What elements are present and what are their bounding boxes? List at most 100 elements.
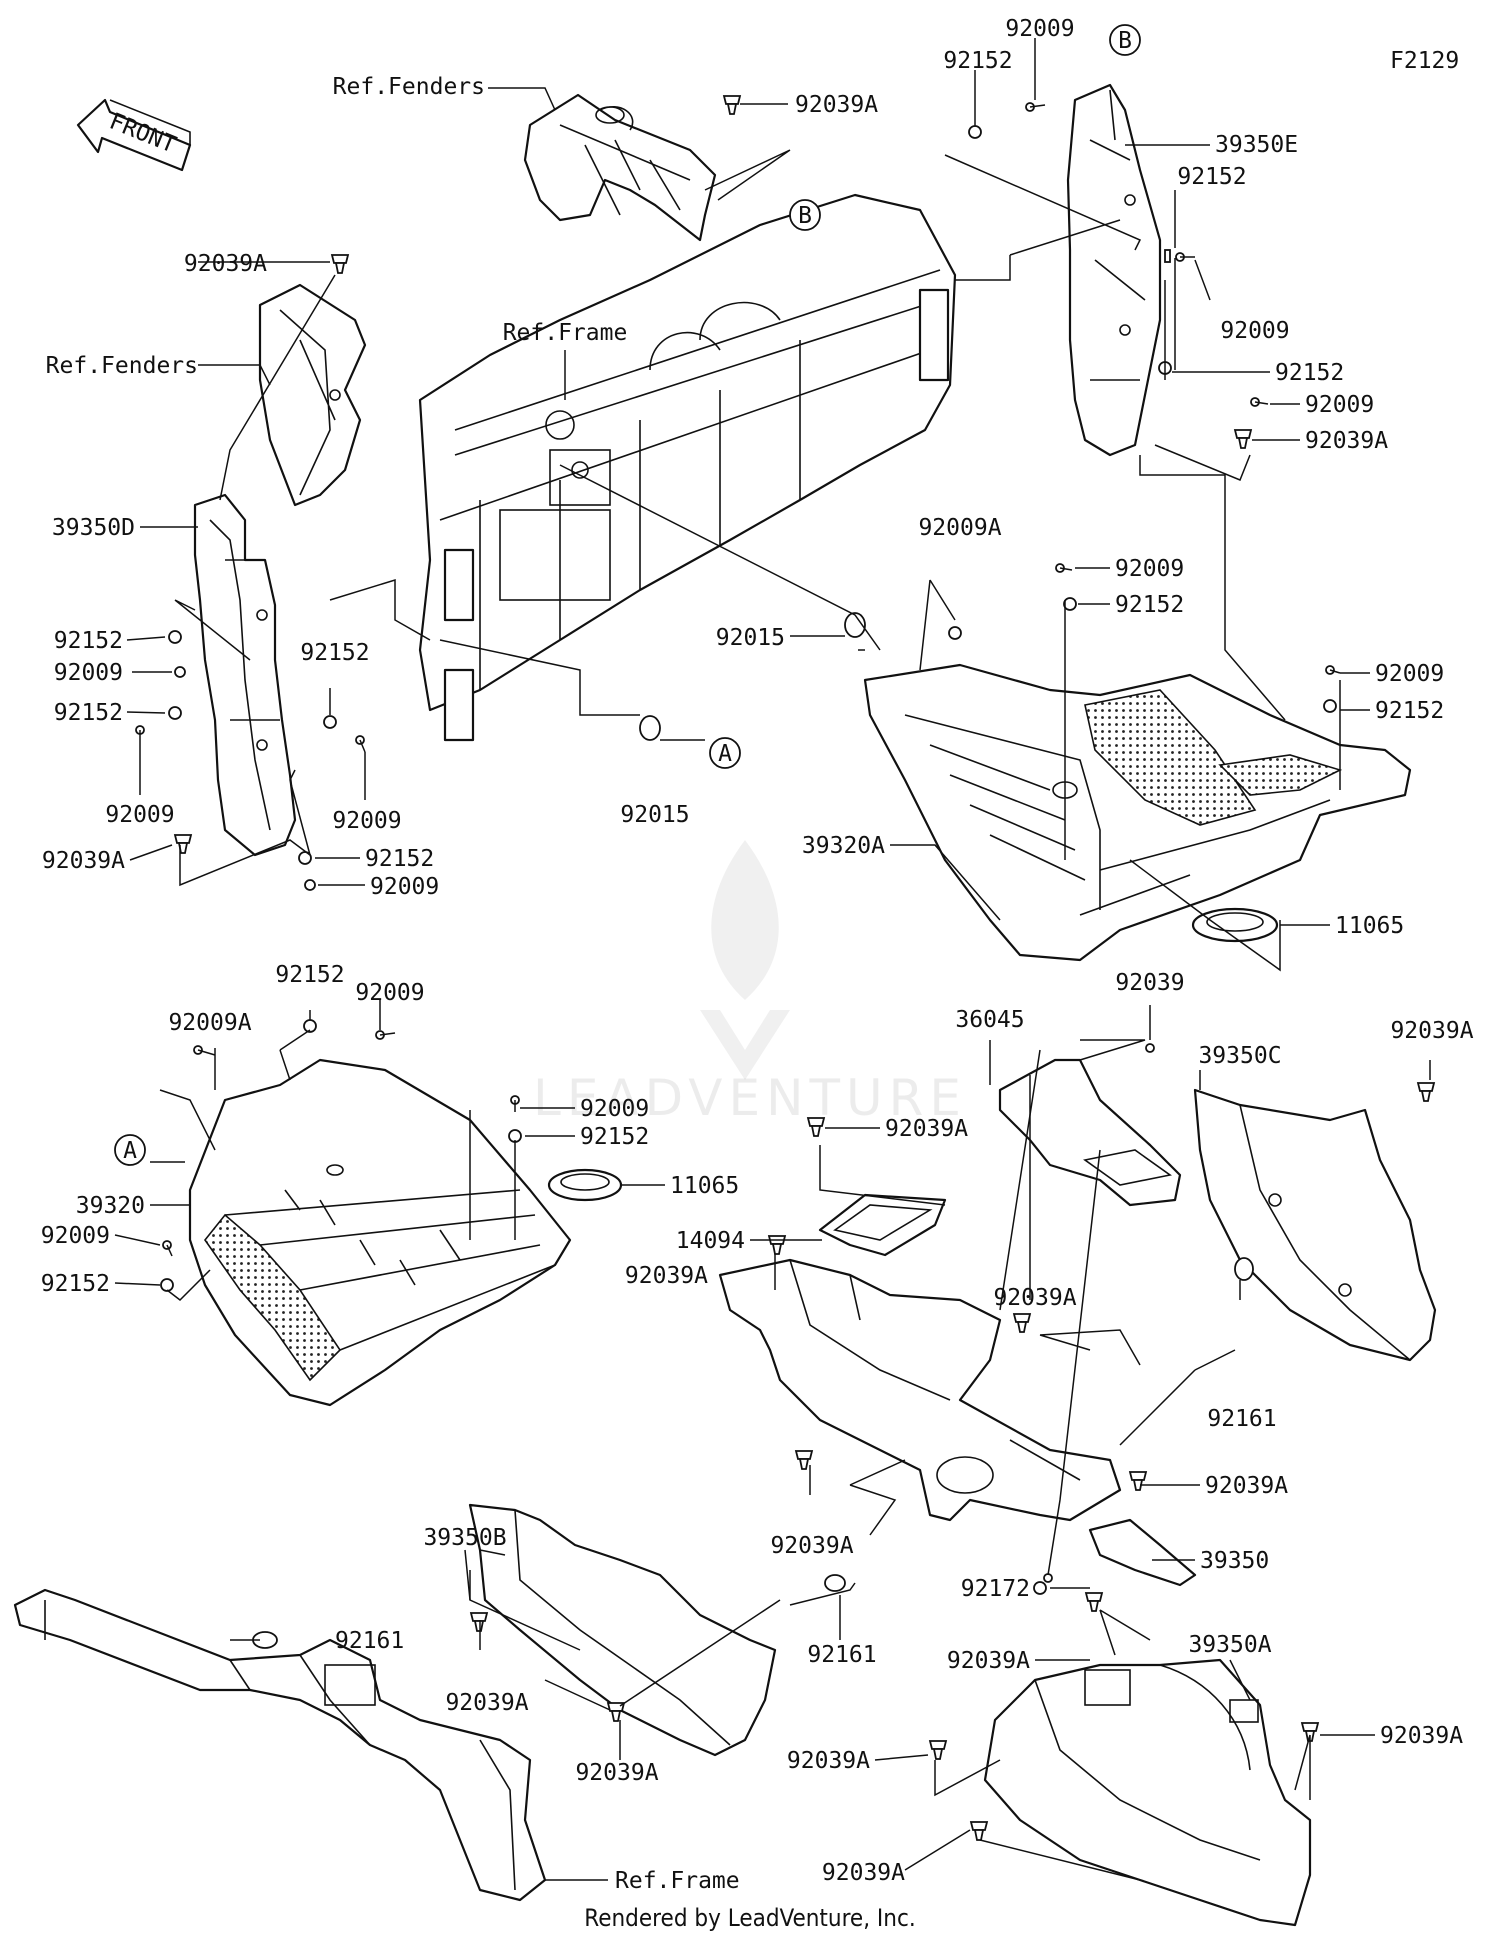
- callout-label: 92152: [275, 962, 344, 988]
- svg-text:A: A: [718, 741, 732, 767]
- screw-icon: [375, 1030, 396, 1040]
- callout-label: 92039A: [1380, 1723, 1463, 1749]
- push-rivet-icon: [722, 95, 742, 115]
- ref-fenders-top-part: [523, 93, 717, 242]
- clip-icon: [1164, 249, 1171, 263]
- ref-marker-b-right: B: [1109, 24, 1141, 56]
- callout-label: 92039A: [993, 1285, 1076, 1311]
- callout-label: Ref.Frame: [615, 1868, 740, 1894]
- callout-label: 92009: [1305, 392, 1374, 418]
- callout-label: 92009A: [168, 1010, 251, 1036]
- callout-label: 92039A: [575, 1760, 658, 1786]
- screw-icon: [1025, 102, 1046, 112]
- screw-icon: [1325, 665, 1341, 675]
- watermark-text: LEADVENTURE: [533, 1069, 967, 1127]
- washer-icon: [160, 1278, 174, 1292]
- washer-icon: [1323, 699, 1337, 713]
- callout-label: 39350A: [1188, 1632, 1271, 1658]
- washer-icon: [1063, 597, 1077, 611]
- callout-label: 92009: [1220, 318, 1289, 344]
- panel-39350c-part: [1193, 1088, 1437, 1362]
- push-rivet-icon: [767, 1235, 787, 1255]
- cap-11065-left-part: [547, 1168, 623, 1202]
- push-rivet-icon: [1233, 429, 1253, 449]
- screw-icon: [135, 725, 145, 745]
- callout-label: 92039A: [947, 1648, 1030, 1674]
- callout-label: 92039A: [1205, 1473, 1288, 1499]
- ref-marker-a-right: A: [709, 737, 741, 769]
- svg-text:B: B: [798, 203, 812, 229]
- callout-label: 92039A: [770, 1533, 853, 1559]
- callout-label: 39350C: [1198, 1043, 1281, 1069]
- push-rivet-icon: [1084, 1592, 1104, 1612]
- callout-label: Ref.Fenders: [333, 74, 485, 100]
- callout-label: 92009: [370, 874, 439, 900]
- push-rivet-icon: [469, 1612, 489, 1632]
- push-rivet-icon: [606, 1702, 626, 1722]
- callout-label: 92161: [807, 1642, 876, 1668]
- callout-label: 92009: [105, 802, 174, 828]
- callout-label: 92152: [54, 628, 123, 654]
- screw-icon: [1055, 563, 1073, 573]
- callout-label: 92009A: [918, 515, 1001, 541]
- push-rivet-icon: [1012, 1313, 1032, 1333]
- cap-11065-right-part: [1191, 907, 1279, 943]
- panel-39350-part: [1088, 1518, 1197, 1587]
- ref-marker-b-top: B: [789, 199, 821, 231]
- reference-markers: B B A A: [114, 24, 1141, 1166]
- front-arrow-icon: FRONT: [76, 98, 192, 172]
- push-rivet-icon: [928, 1740, 948, 1760]
- callout-label: 92009: [1115, 556, 1184, 582]
- washer-icon: [323, 715, 337, 729]
- panel-39350b-part: [468, 1503, 777, 1757]
- screw-icon: [174, 666, 186, 678]
- ref-frame-center-part: [418, 193, 957, 742]
- callout-label: Ref.Frame: [503, 320, 628, 346]
- callout-label: Ref.Fenders: [46, 353, 198, 379]
- push-rivet-icon: [969, 1821, 989, 1841]
- push-rivet-icon: [794, 1450, 814, 1470]
- callout-label: 92039A: [42, 848, 125, 874]
- callout-label: 92039A: [184, 251, 267, 277]
- callout-label: 92152: [1177, 164, 1246, 190]
- callout-label: 92152: [365, 846, 434, 872]
- callout-label: 92152: [943, 48, 1012, 74]
- screw-icon: [510, 1095, 520, 1112]
- ref-frame-bottom-part: [13, 1588, 547, 1902]
- callout-label: 92009: [332, 808, 401, 834]
- svg-text:A: A: [123, 1138, 137, 1164]
- callout-label: 92152: [300, 640, 369, 666]
- leadventure-watermark: LEADVENTURE: [533, 840, 967, 1127]
- grommet-92161-icon: [824, 1574, 846, 1592]
- panel-39350a-part: [983, 1658, 1312, 1927]
- callout-label: 92039A: [1305, 428, 1388, 454]
- callout-label: 39320A: [802, 833, 885, 859]
- screw-icon: [1175, 252, 1195, 262]
- screw-icon: [193, 1045, 216, 1056]
- push-rivet-icon: [173, 834, 193, 854]
- screw-icon: [1250, 397, 1269, 407]
- center-console-part: [718, 1258, 1122, 1522]
- ref-fenders-left-part: [258, 283, 367, 507]
- callout-label: 11065: [1335, 913, 1404, 939]
- callout-label: 92152: [1375, 698, 1444, 724]
- callout-label: 39350: [1200, 1548, 1269, 1574]
- washer-icon: [168, 706, 182, 720]
- callout-label: 39350E: [1215, 132, 1298, 158]
- push-rivet-icon: [1128, 1471, 1148, 1491]
- callout-label: 92152: [54, 700, 123, 726]
- screw-icon: [355, 735, 366, 753]
- callout-label: 92009: [355, 980, 424, 1006]
- grommet-92161-icon: [1234, 1257, 1254, 1281]
- callout-label: 92039A: [822, 1860, 905, 1886]
- push-rivet-icon: [330, 254, 350, 274]
- callout-label: 36045: [955, 1007, 1024, 1033]
- leader-lines: [114, 38, 1431, 1881]
- callout-label: 39350B: [423, 1525, 506, 1551]
- callout-label: 92015: [620, 802, 689, 828]
- plate-14094-part: [818, 1193, 947, 1257]
- washer-icon: [968, 125, 982, 139]
- callout-label: 92161: [335, 1628, 404, 1654]
- callout-label: 92152: [41, 1271, 110, 1297]
